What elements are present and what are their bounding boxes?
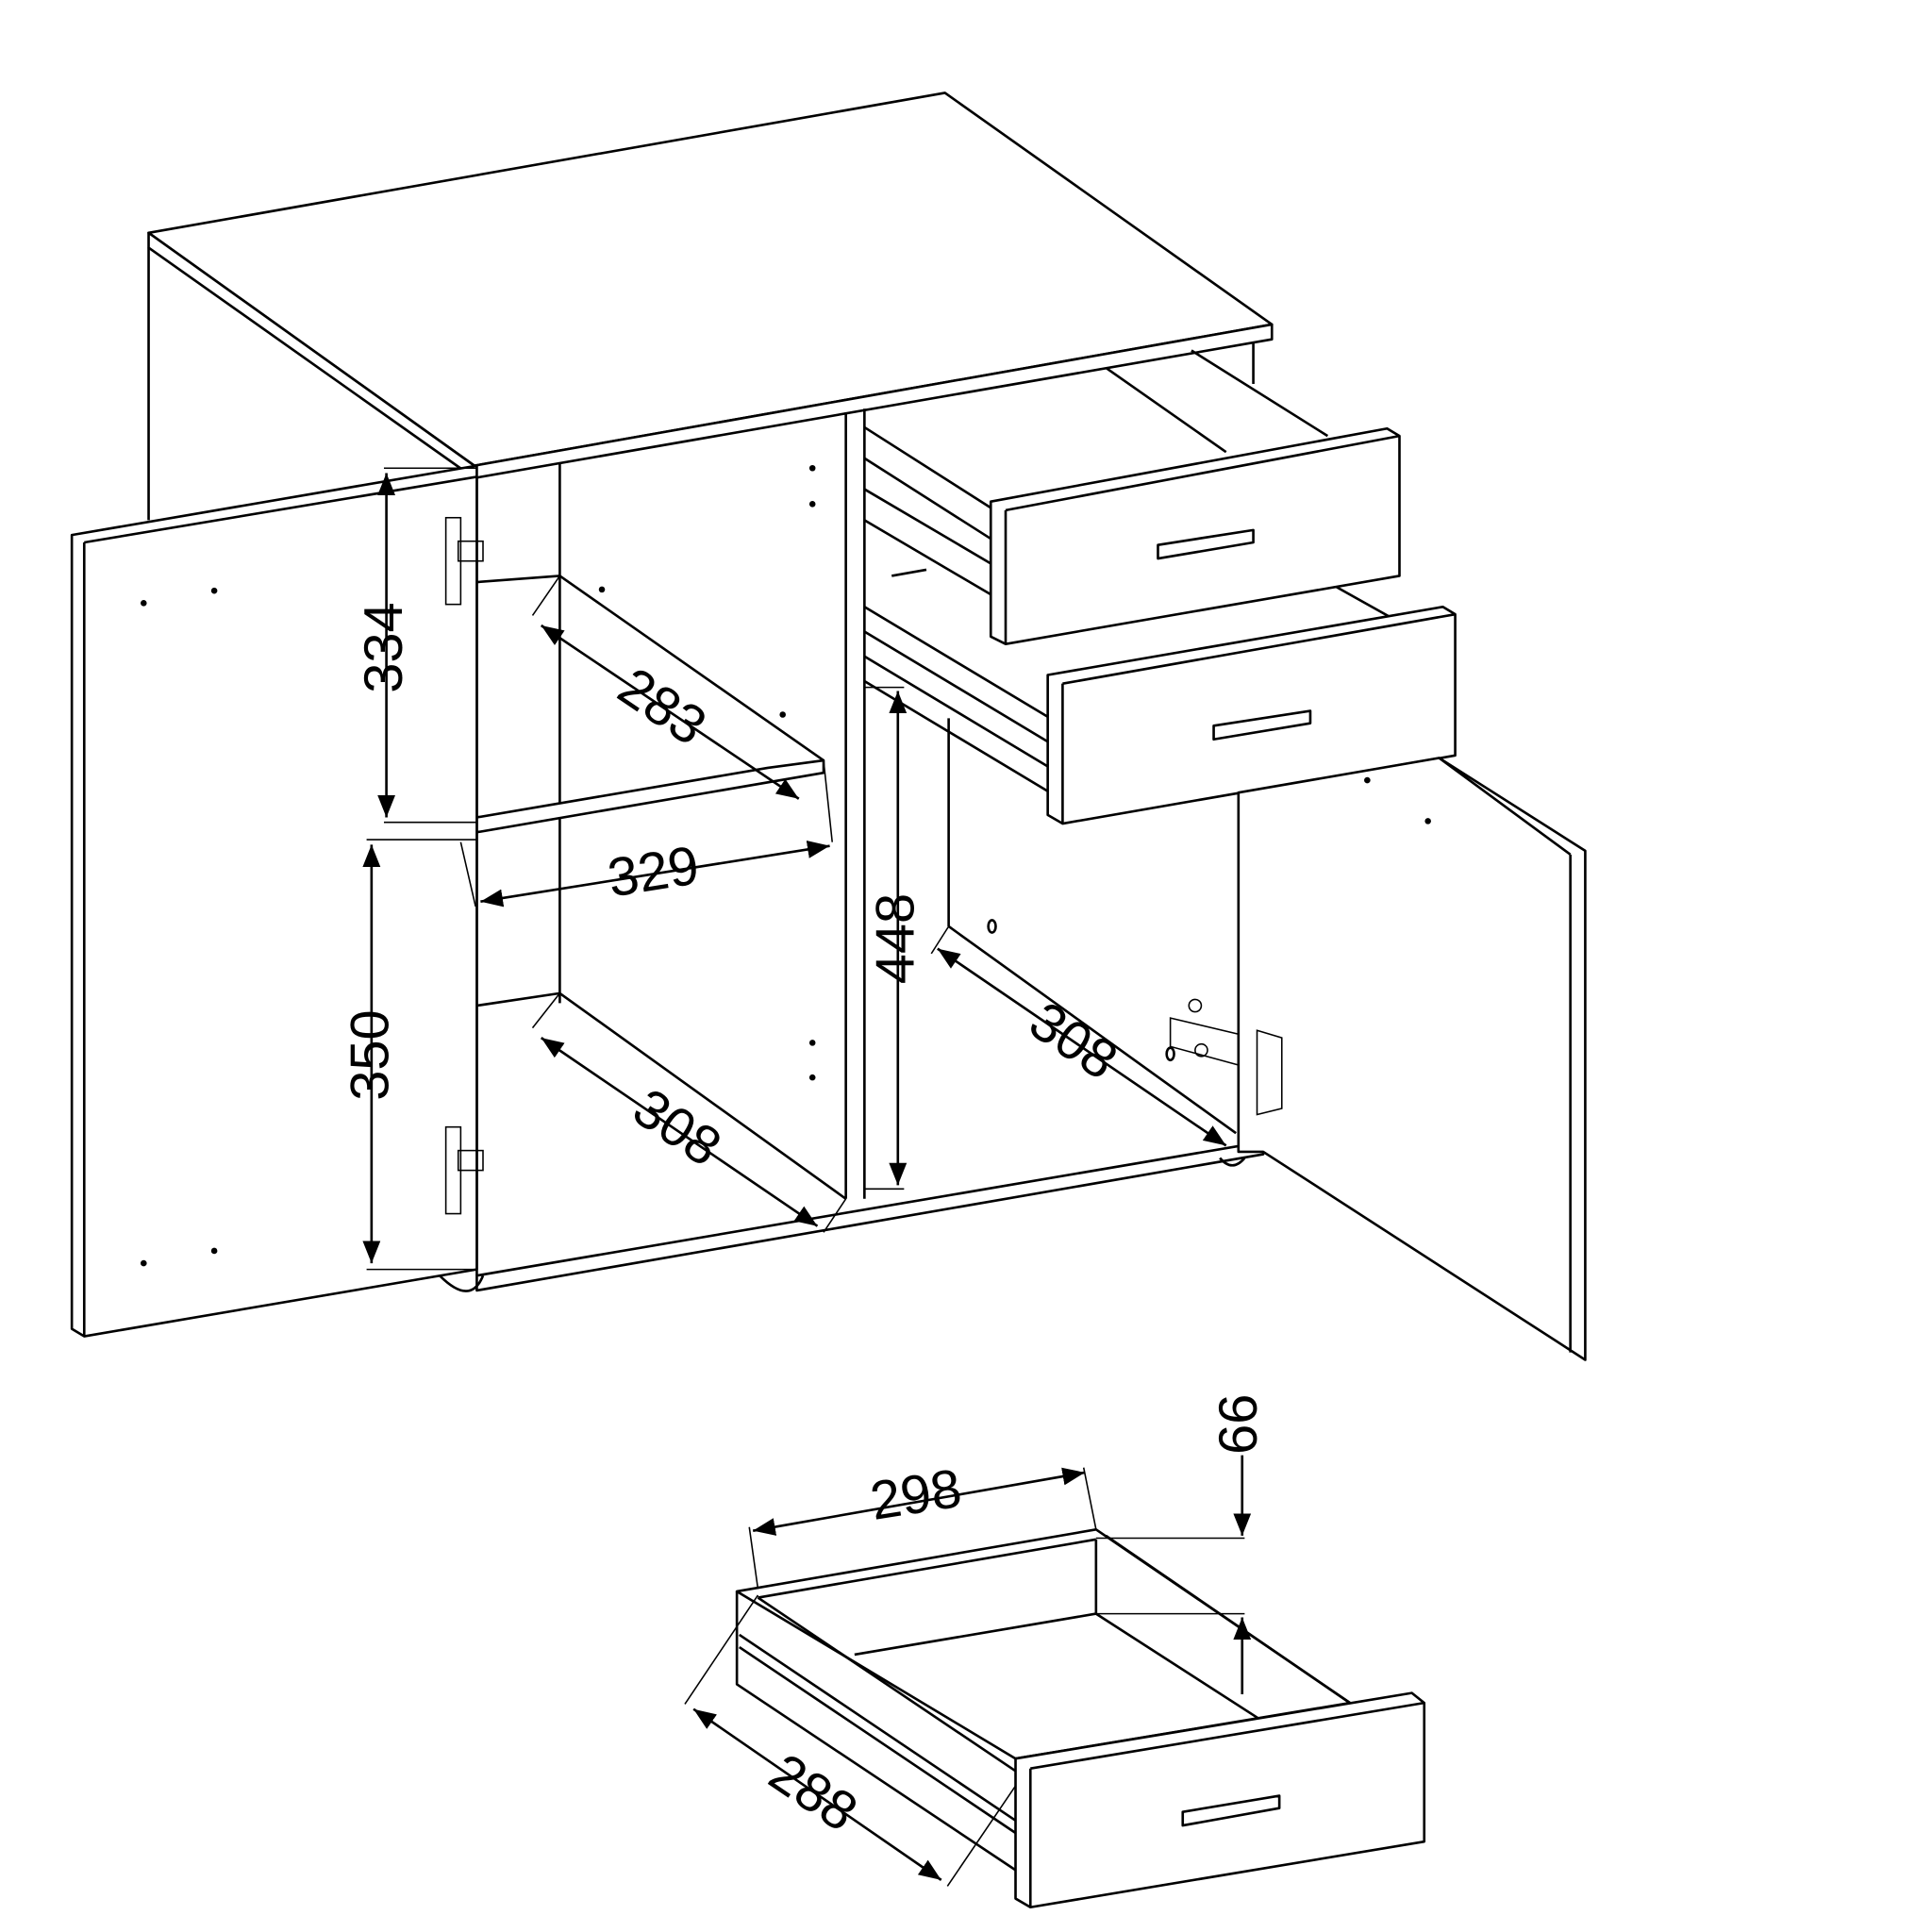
drawer-dimension-lines — [684, 1455, 1252, 1887]
hinge-icon — [444, 516, 484, 1215]
dim-66: 66 — [1208, 1394, 1269, 1455]
middle-drawer[interactable] — [1046, 605, 1457, 825]
detached-drawer — [735, 1528, 1426, 1909]
cabinet-top — [147, 92, 1274, 521]
dim-448: 448 — [865, 893, 925, 984]
dim-283: 283 — [608, 657, 717, 758]
dim-350: 350 — [341, 1009, 401, 1100]
dimension-lines — [362, 467, 1227, 1271]
dim-298: 298 — [866, 1458, 965, 1532]
dim-288: 288 — [758, 1742, 868, 1843]
drawer-handle[interactable] — [1181, 1794, 1281, 1827]
dim-334: 334 — [354, 602, 414, 692]
drawer-handle[interactable] — [1212, 709, 1312, 741]
left-door[interactable] — [70, 464, 484, 1338]
dim-308-left: 308 — [623, 1077, 732, 1178]
drawer-handle[interactable] — [1157, 528, 1255, 560]
right-door[interactable] — [1169, 757, 1587, 1361]
dim-329: 329 — [604, 835, 703, 908]
upper-drawer[interactable] — [989, 426, 1401, 645]
dim-308-right: 308 — [1019, 991, 1128, 1091]
